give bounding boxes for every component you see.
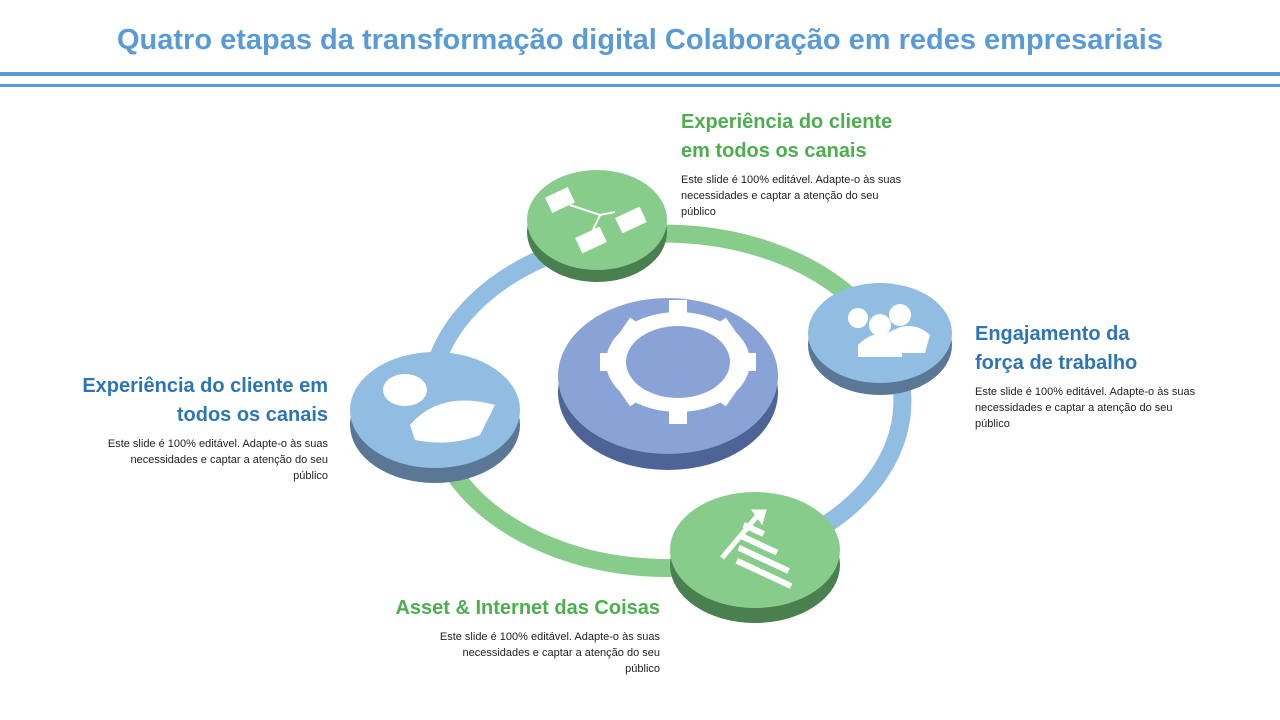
stage-heading: Experiência do cliente em todos os canai… [82,375,328,426]
title-divider [0,84,1280,87]
stage-body: Este slide é 100% editável. Adapte-o às … [975,386,1196,430]
center-disc [558,298,778,470]
stage-text-4: Experiência do cliente em todos os canai… [68,372,328,484]
stage-disc-3 [670,492,840,623]
team-icon [848,304,930,357]
stage-body: Este slide é 100% editável. Adapte-o às … [107,438,328,482]
title-divider [0,72,1280,76]
stage-body: Este slide é 100% editável. Adapte-o às … [681,174,902,218]
stage-text-1: Experiência do cliente em todos os canai… [681,108,911,220]
stage-disc-2 [808,283,952,395]
slide-title: Quatro etapas da transformação digital C… [117,24,1163,56]
stage-body: Este slide é 100% editável. Adapte-o às … [439,631,660,675]
flowchart-icon [545,187,647,254]
gear-icon [600,300,756,424]
stage-text-3: Asset & Internet das Coisas Este slide é… [380,594,660,677]
stage-text-2: Engajamento da força de trabalho Este sl… [975,320,1205,432]
stage-heading: Asset & Internet das Coisas [395,597,660,619]
stage-heading: Engajamento da força de trabalho [975,323,1138,374]
businessman-icon [383,374,495,443]
stage-heading: Experiência do cliente em todos os canai… [681,111,893,162]
growth-chart-icon [720,509,793,589]
stage-disc-1 [527,170,667,282]
stage-disc-4 [350,352,520,483]
